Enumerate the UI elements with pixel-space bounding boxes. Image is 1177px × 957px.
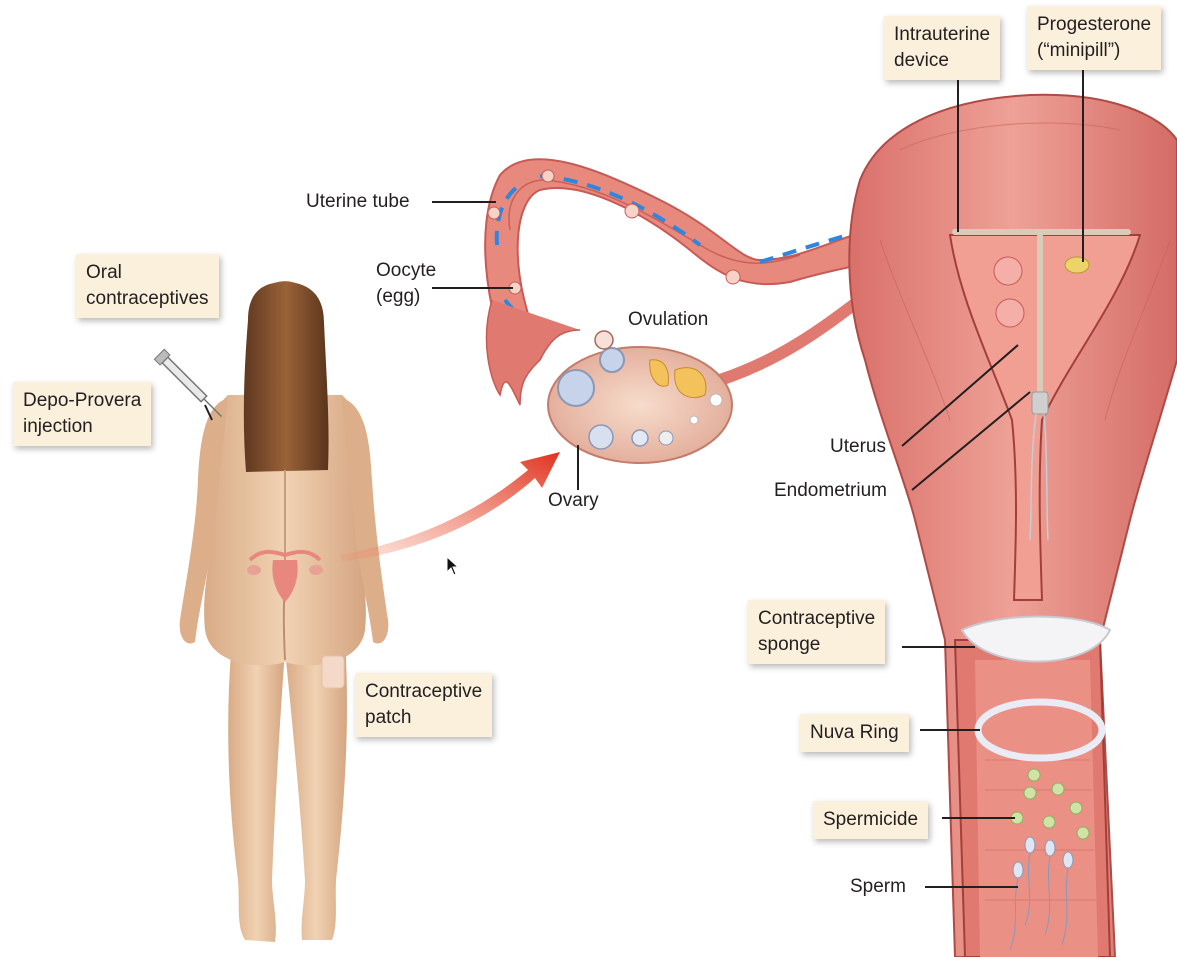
depo-provera-label: Depo-Provera injection [13,382,151,446]
contraceptive-patch-label: Contraceptive patch [355,673,492,737]
spermicide-label: Spermicide [813,801,928,839]
sperm-label: Sperm [850,874,906,900]
endometrium-label: Endometrium [774,478,887,504]
nuva-ring-label: Nuva Ring [800,714,909,752]
left-leg [228,640,285,942]
hair [244,282,329,472]
syringe-icon [154,349,226,421]
progesterone-pill-icon [1065,257,1089,273]
progesterone-label: Progesterone (“minipill”) [1027,6,1161,70]
ovulation-label: Ovulation [628,307,708,333]
oral-contraceptives-label: Oral contraceptives [76,254,219,318]
woman-figure [180,281,389,942]
intrauterine-device-label: Intrauterine device [884,16,1000,80]
oocyte-label: Oocyte (egg) [376,258,436,310]
contraceptive-patch-icon [322,656,344,688]
uterus-label: Uterus [830,434,886,460]
mouse-cursor-icon [446,556,460,576]
ovary-label: Ovary [548,488,599,514]
contraceptive-sponge-label: Contraceptive sponge [748,600,885,664]
uterine-tube-label: Uterine tube [306,189,410,215]
